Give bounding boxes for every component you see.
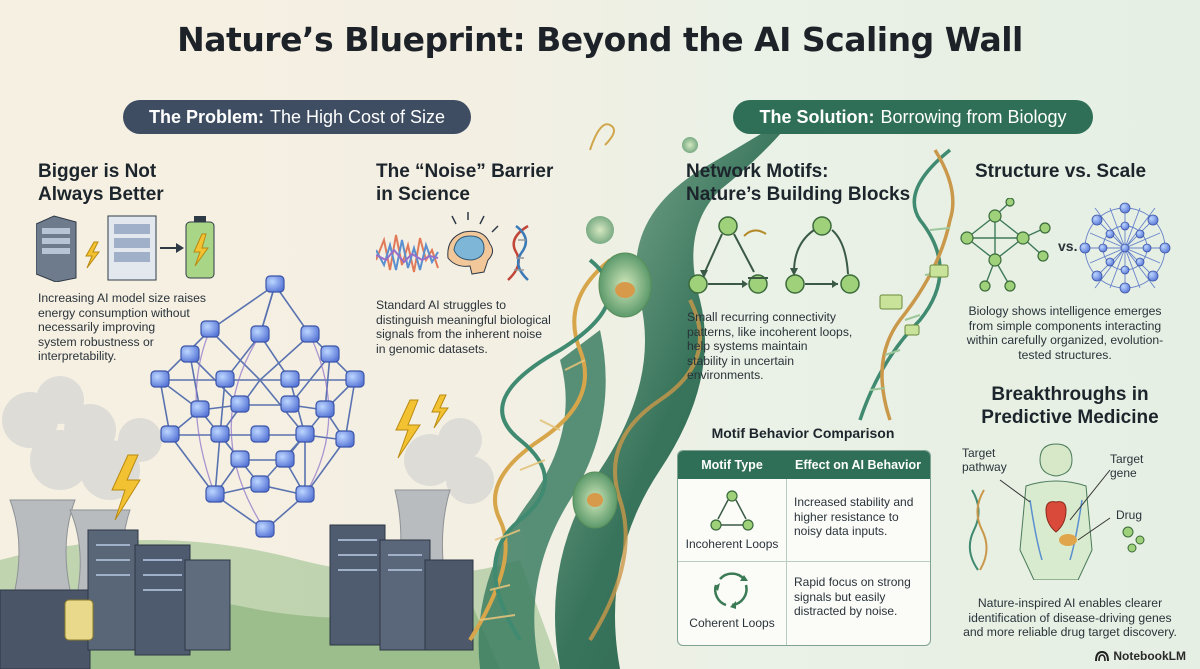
solution-pill-bold: The Solution: — [759, 106, 875, 127]
motif-comparison-table: Motif Type Effect on AI Behavior Incoher… — [677, 450, 931, 646]
neural-network-illustration — [150, 275, 365, 538]
vs-label: vs. — [1058, 238, 1078, 254]
server-to-battery-icon — [36, 215, 215, 282]
noise-body-line: Standard AI struggles to — [376, 298, 507, 312]
medicine-title: Breakthroughs in Predictive Medicine — [955, 383, 1185, 429]
server-racks — [0, 524, 474, 669]
solution-pill-text: Borrowing from Biology — [880, 106, 1067, 127]
table-row-effect-line: Rapid focus on strong — [794, 575, 911, 589]
label-target-gene-line1: Target — [1110, 452, 1144, 466]
bigger-body-line: system robustness or — [38, 334, 154, 349]
noise-title-line1: The “Noise” Barrier — [376, 161, 554, 182]
table-row-effect-line: noisy data inputs. — [794, 524, 888, 538]
label-drug: Drug — [1116, 508, 1143, 522]
problem-pill-bold: The Problem: — [148, 106, 264, 127]
table-row-type: Incoherent Loops — [685, 537, 779, 551]
dna-helix — [468, 258, 702, 642]
motifs-title-line1: Network Motifs: — [686, 161, 829, 182]
solution-pill: The Solution: Borrowing from Biology — [733, 100, 1093, 134]
medicine-title-line2: Predictive Medicine — [981, 407, 1159, 428]
medicine-body: Nature-inspired AI enables clearer ident… — [950, 596, 1190, 640]
structure-body: Biology shows intelligence emerges from … — [950, 304, 1180, 362]
incoherent-loop-icon — [710, 490, 754, 531]
human-body-icon — [968, 443, 1145, 580]
brand-name: NotebookLM — [1113, 649, 1186, 663]
motifs-body-line: patterns, like incoherent loops, — [687, 324, 853, 339]
noise-title: The “Noise” Barrier in Science — [376, 160, 596, 206]
bigger-title-line2: Always Better — [38, 184, 164, 205]
label-target-gene: Target gene — [1110, 452, 1143, 480]
table-title: Motif Behavior Comparison — [711, 425, 895, 441]
label-target-pathway-line2: pathway — [962, 460, 1007, 474]
table-row-effect-line: Increased stability and — [794, 495, 914, 509]
motifs-title-line2: Nature’s Building Blocks — [686, 184, 911, 205]
medicine-title-line1: Breakthroughs in — [991, 384, 1149, 405]
motifs-body: Small recurring connectivity patterns, l… — [687, 310, 917, 383]
table-header-motif-type: Motif Type — [678, 451, 786, 479]
page-title: Nature’s Blueprint: Beyond the AI Scalin… — [177, 20, 1023, 59]
table-row-divider — [678, 561, 930, 562]
brand-logo: NotebookLM — [1095, 649, 1186, 663]
structure-body-line: tested structures. — [1018, 347, 1112, 362]
noise-body-line: in genomic datasets. — [376, 341, 488, 356]
bigger-body-line: Increasing AI model size raises — [38, 291, 206, 305]
table-row-effect-line: distracted by noise. — [794, 604, 898, 618]
lightning-bolts — [111, 394, 449, 521]
motifs-body-line: help systems maintain — [687, 339, 808, 353]
medicine-body-line: Nature-inspired AI enables clearer — [977, 596, 1163, 610]
bigger-title-line1: Bigger is Not — [38, 161, 157, 182]
structure-body-line: Biology shows intelligence emerges — [968, 304, 1162, 318]
bigger-body-line: necessarily improving — [38, 320, 156, 334]
label-target-pathway: Target pathway — [962, 446, 1007, 474]
motifs-body-line: Small recurring connectivity — [687, 310, 837, 324]
noise-title-line2: in Science — [376, 184, 470, 205]
noise-brain-dna-icon — [376, 212, 529, 281]
problem-pill-text: The High Cost of Size — [269, 106, 446, 127]
motifs-title: Network Motifs: Nature’s Building Blocks — [686, 160, 926, 206]
structure-body-line: from simple components interacting — [968, 318, 1162, 333]
table-row-effect: Rapid focus on strong signals but easily… — [794, 575, 926, 619]
motifs-body-line: environments. — [687, 368, 764, 382]
bigger-body-line: energy consumption without — [38, 305, 190, 320]
medicine-body-line: identification of disease-driving genes — [968, 610, 1172, 625]
structure-vs-scale-icon — [960, 198, 1171, 294]
table-row-effect: Increased stability and higher resistanc… — [794, 495, 926, 539]
table-column-divider — [786, 479, 787, 645]
medicine-body-line: and more reliable drug target discovery. — [963, 625, 1177, 639]
label-target-pathway-line1: Target — [962, 446, 996, 460]
bigger-title: Bigger is Not Always Better — [38, 160, 258, 206]
problem-pill: The Problem: The High Cost of Size — [123, 100, 471, 134]
bigger-body-line: interpretability. — [38, 349, 117, 363]
table-row-effect-line: signals but easily — [794, 589, 886, 604]
noise-body-line: distinguish meaningful biological — [376, 312, 551, 327]
bigger-body: Increasing AI model size raises energy c… — [38, 291, 268, 364]
label-target-gene-line2: gene — [1110, 466, 1137, 480]
table-row-type: Coherent Loops — [689, 616, 775, 630]
noise-body-line: signals from the inherent noise — [376, 327, 542, 341]
structure-body-line: within carefully organized, evolution- — [966, 333, 1164, 347]
table-row-effect-line: higher resistance to — [794, 509, 899, 524]
table-header-effect: Effect on AI Behavior — [786, 451, 930, 479]
cell-illustrations — [572, 137, 698, 529]
coherent-loop-icon — [714, 572, 748, 609]
noise-body: Standard AI struggles to distinguish mea… — [376, 298, 606, 356]
motifs-body-line: stability in uncertain — [687, 353, 795, 368]
notebooklm-icon — [1095, 650, 1110, 662]
structure-title: Structure vs. Scale — [975, 161, 1147, 182]
dna-ribbon — [555, 110, 800, 669]
motif-loops-icon — [688, 216, 860, 294]
